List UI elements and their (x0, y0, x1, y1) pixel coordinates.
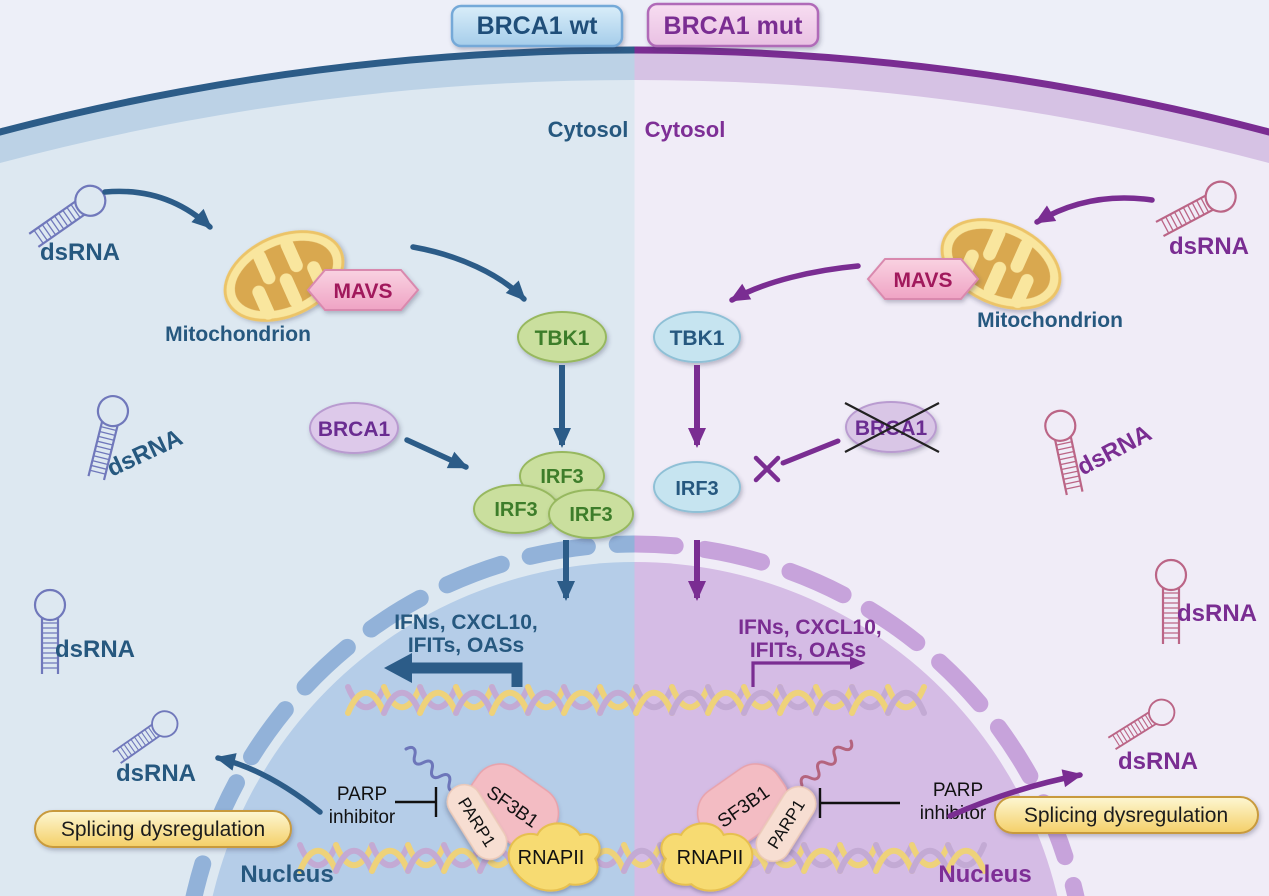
mut-irf3-node (653, 461, 741, 513)
mut-cytosol-label: Cytosol (645, 117, 726, 142)
mut-dsrna-label-export: dsRNA (1118, 748, 1198, 775)
mut-genes-line1: IFNs, CXCL10, (738, 616, 882, 639)
mut-rnapii-label: RNAPII (677, 847, 744, 869)
wt-dsrna-label-3: dsRNA (55, 636, 135, 663)
wt-parp-inhibitor-line2: inhibitor (329, 807, 396, 828)
mut-transcription-arrow (751, 656, 865, 687)
wt-brca1-node (309, 402, 399, 454)
wt-irf3-label-1: IRF3 (540, 466, 583, 488)
wt-dsrna-label-export: dsRNA (116, 760, 196, 787)
wt-splicing-pill (34, 810, 292, 848)
mut-dsrna-label-1: dsRNA (1169, 233, 1249, 260)
wt-nucleus-label: Nucleus (240, 861, 333, 888)
mut-tbk1-label: TBK1 (670, 327, 725, 350)
mut-inhibition-tbar (818, 788, 900, 818)
wt-parp-inhibitor-line1: PARP (337, 784, 387, 805)
wt-transcription-arrow (410, 662, 523, 687)
mut-blocked-arrow-x (753, 455, 781, 483)
wt-tbk1-label: TBK1 (535, 327, 590, 350)
mut-dsrna-label-3: dsRNA (1177, 600, 1257, 627)
wt-irf3-label-3: IRF3 (569, 504, 612, 526)
wt-arrow-dsrna-to-mitochondrion (102, 188, 213, 230)
wt-dsrna-label-1: dsRNA (40, 239, 120, 266)
mut-mavs-label: MAVS (893, 269, 952, 292)
wt-panel: Cytosol dsRNA dsRNA dsRNA MAVS Mitochond… (24, 117, 634, 892)
mut-arrow-dsrna-to-mitochondrion (1034, 195, 1155, 225)
wt-irf3-cluster: IRF3 IRF3 IRF3 (473, 451, 634, 539)
wt-rnapii-label: RNAPII (518, 847, 585, 869)
mut-tbk1-node (653, 311, 741, 363)
wt-inhibition-tbar (395, 787, 438, 817)
wt-mavs-label: MAVS (333, 280, 392, 303)
mut-nuclear-envelope (634, 535, 1085, 896)
wt-header-label: BRCA1 wt (477, 12, 599, 40)
mut-header-label: BRCA1 mut (664, 12, 804, 40)
wt-splicing-label: Splicing dysregulation (61, 818, 265, 841)
wt-brca1-label: BRCA1 (318, 418, 391, 441)
mut-blocked-arrow-line (780, 438, 841, 466)
mut-parp-inhibitor-line1: PARP (933, 780, 983, 801)
wt-genes-line1: IFNs, CXCL10, (394, 611, 538, 634)
mut-splicing-pill (994, 796, 1259, 834)
wt-transcription-arrowhead (384, 653, 412, 683)
wt-mitochondrion-label: Mitochondrion (165, 323, 311, 346)
wt-irf3-label-2: IRF3 (494, 499, 537, 521)
mut-arrow-dsrna-export (947, 769, 1083, 819)
wt-header-badge (450, 4, 624, 48)
mut-panel: Cytosol dsRNA dsRNA dsRNA MAVS Mitochond… (645, 117, 1259, 892)
wt-arrow-dsrna-export (215, 753, 323, 815)
wt-genes-line2: IFITs, OASs (408, 634, 524, 657)
wt-cytosol-label: Cytosol (548, 117, 629, 142)
wt-arrow-mavs-to-tbk1 (410, 244, 527, 302)
mut-nucleus-label: Nucleus (938, 861, 1031, 888)
mut-genes-line2: IFITs, OASs (750, 639, 866, 662)
wt-arrow-brca1-to-irf3 (404, 437, 469, 470)
mut-brca1-cross-out (844, 402, 940, 453)
mut-header-badge (646, 2, 820, 48)
mut-irf3-label: IRF3 (675, 478, 718, 500)
mut-splicing-label: Splicing dysregulation (1024, 804, 1228, 827)
mut-parp1-node (755, 785, 817, 863)
mut-arrow-mavs-to-tbk1 (729, 263, 861, 303)
wt-tbk1-node (517, 311, 607, 363)
condition-header: BRCA1 wt BRCA1 mut (450, 2, 820, 48)
mut-mitochondrion-label: Mitochondrion (977, 309, 1123, 332)
wt-parp1-node (446, 783, 508, 861)
